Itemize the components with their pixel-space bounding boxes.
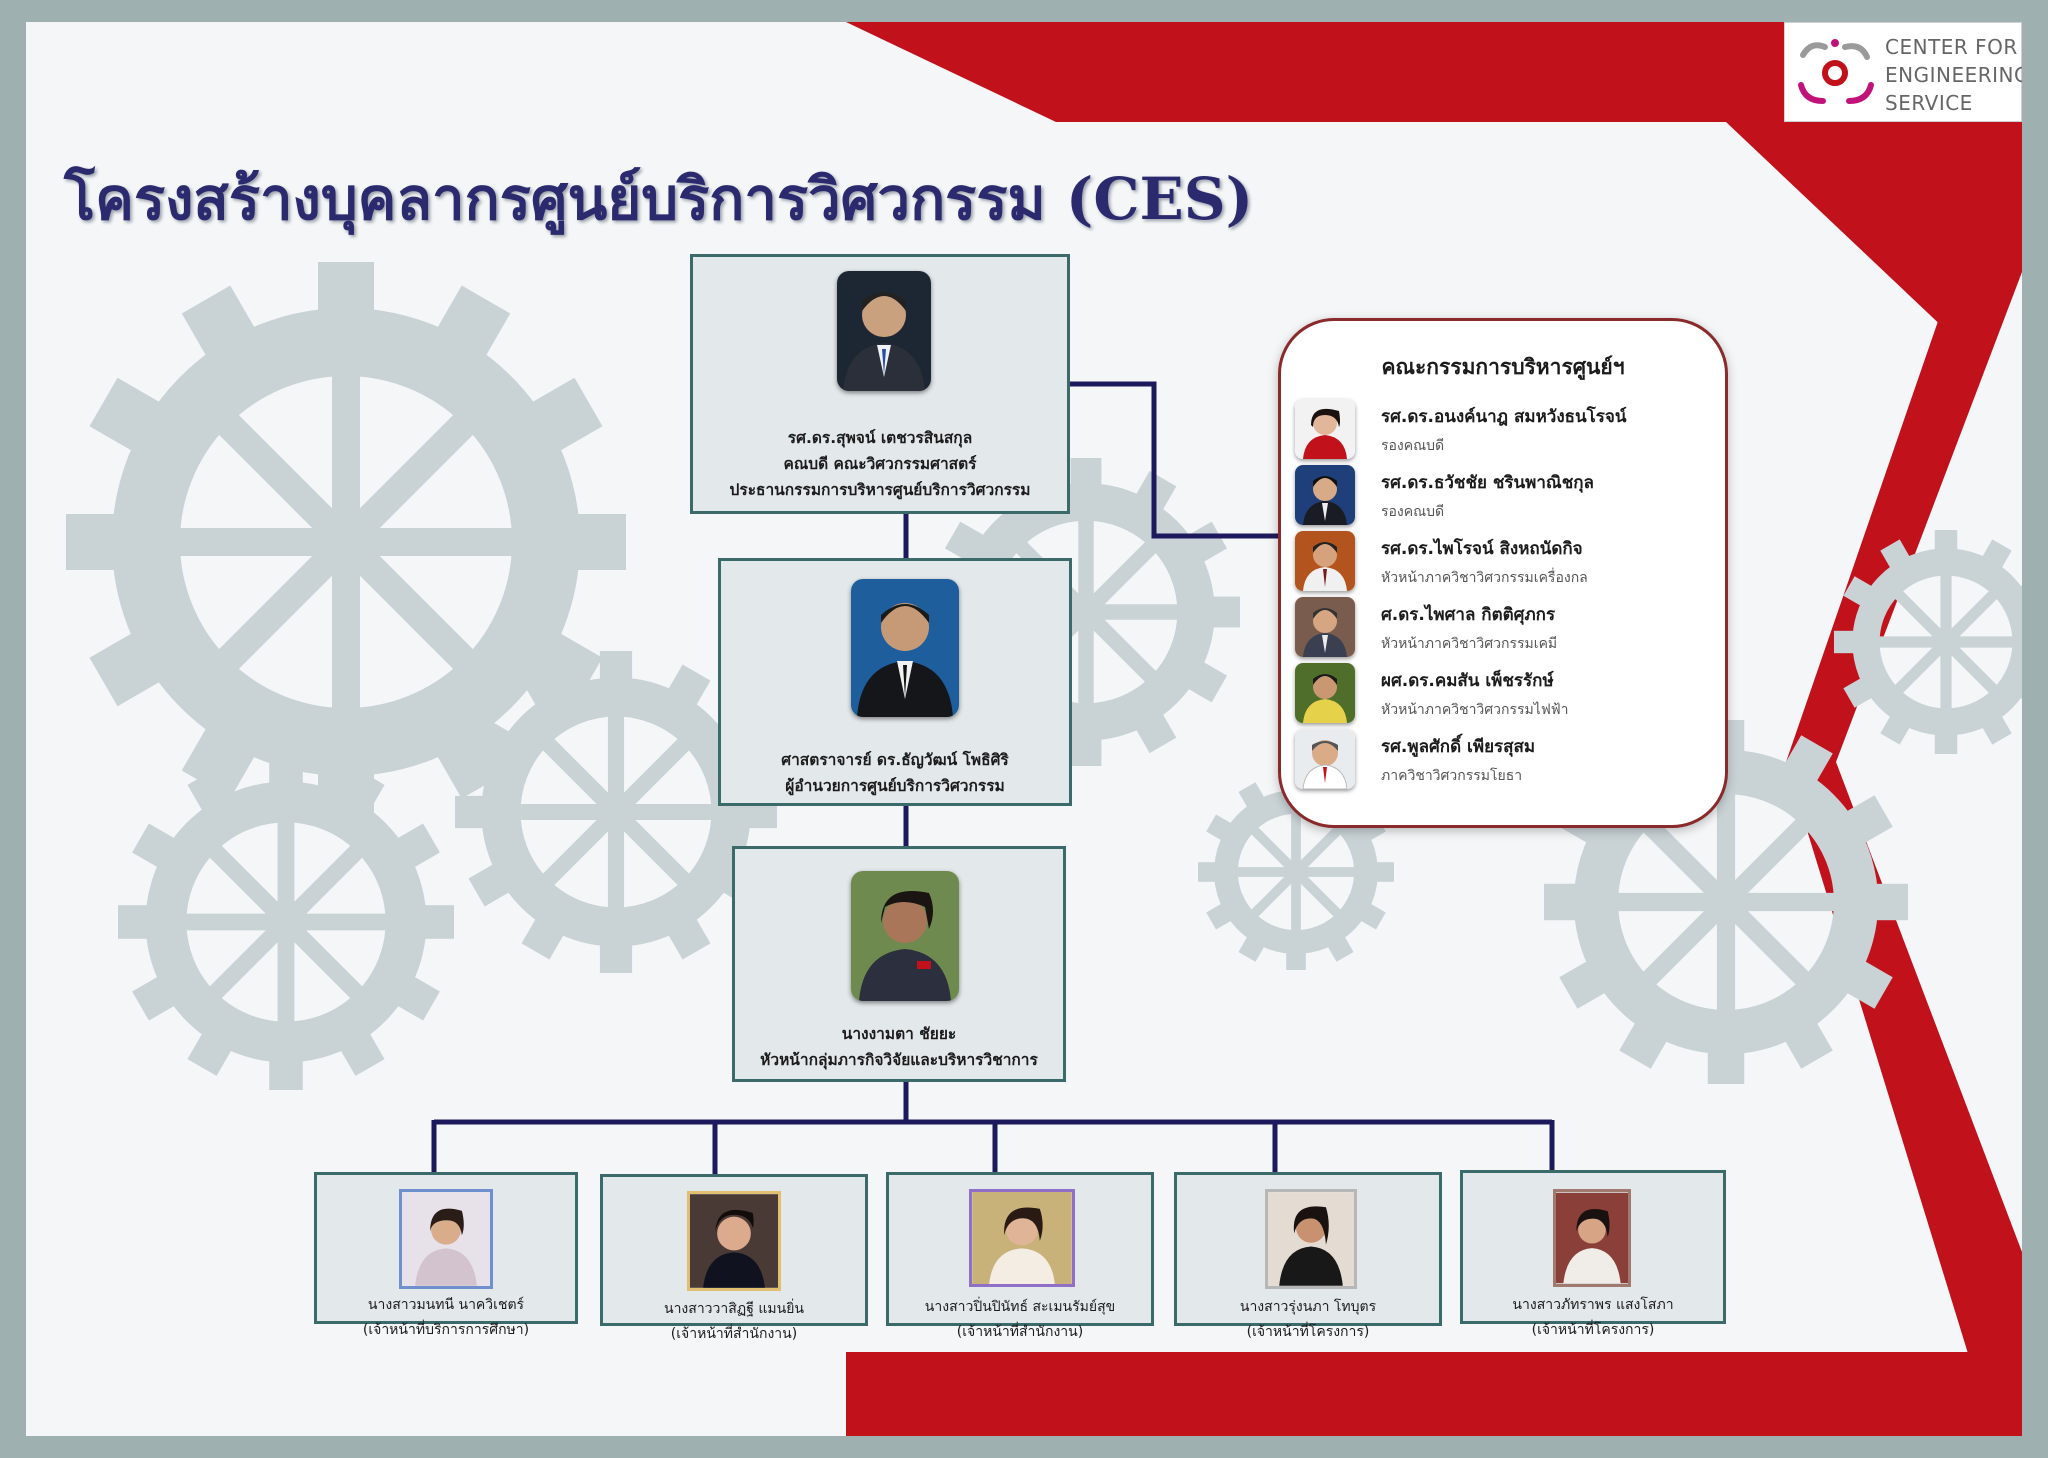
chair-name: รศ.ดร.สุพจน์ เตชวรสินสกุล bbox=[787, 429, 973, 447]
member-role: รองคณบดี bbox=[1381, 504, 1445, 520]
staff-role: (เจ้าหน้าที่สำนักงาน) bbox=[670, 1326, 798, 1342]
staff-name: นางสาววาสิฏฐี แมนยิ่น bbox=[664, 1301, 804, 1317]
page-title: โครงสร้างบุคลากรศูนย์บริการวิศวกรรม (CES… bbox=[64, 165, 1254, 233]
director-photo bbox=[851, 579, 959, 717]
member-role: ภาควิชาวิศวกรรมโยธา bbox=[1381, 768, 1523, 784]
person-portrait-icon bbox=[837, 271, 931, 391]
staff-name: นางสาวภัทราพร แสงโสภา bbox=[1512, 1297, 1674, 1313]
committee-member: รศ.ดร.อนงค์นาฎ สมหวังธนโรจน์ รองคณบดี bbox=[1295, 399, 1725, 463]
person-portrait-icon bbox=[1295, 399, 1355, 459]
staff-photo bbox=[399, 1189, 493, 1289]
ces-logo-text: CENTER FOR ENGINEERING SERVICE bbox=[1885, 33, 2022, 117]
member-name: รศ.พูลศักดิ์ เพียรสุสม bbox=[1381, 737, 1536, 757]
member-photo bbox=[1295, 465, 1355, 525]
chair-box: รศ.ดร.สุพจน์ เตชวรสินสกุล คณบดี คณะวิศวก… bbox=[690, 254, 1070, 514]
person-portrait-icon bbox=[1268, 1192, 1354, 1286]
staff-role: (เจ้าหน้าที่โครงการ) bbox=[1531, 1322, 1655, 1338]
member-photo bbox=[1295, 399, 1355, 459]
member-role: รองคณบดี bbox=[1381, 438, 1445, 454]
person-portrait-icon bbox=[1295, 663, 1355, 723]
member-role: หัวหน้าภาควิชาวิศวกรรมเครื่องกล bbox=[1381, 570, 1588, 586]
committee-member: ผศ.ดร.คมสัน เพ็ชรรักษ์ หัวหน้าภาควิชาวิศ… bbox=[1295, 663, 1725, 727]
head-role: หัวหน้ากลุ่มภารกิจวิจัยและบริหารวิชาการ bbox=[760, 1051, 1038, 1069]
head-photo bbox=[851, 871, 959, 1001]
logo-line-3: SERVICE bbox=[1885, 91, 1973, 115]
person-portrait-icon bbox=[1295, 465, 1355, 525]
member-name: ศ.ดร.ไพศาล กิตติศุภกร bbox=[1381, 605, 1556, 625]
member-name: รศ.ดร.อนงค์นาฎ สมหวังธนโรจน์ bbox=[1381, 407, 1627, 427]
committee-member: รศ.พูลศักดิ์ เพียรสุสม ภาควิชาวิศวกรรมโย… bbox=[1295, 729, 1725, 793]
director-name: ศาสตราจารย์ ดร.ธัญวัฒน์ โพธิศิริ bbox=[781, 751, 1009, 769]
staff-photo bbox=[1553, 1189, 1631, 1287]
person-portrait-icon bbox=[1295, 597, 1355, 657]
member-role: หัวหน้าภาควิชาวิศวกรรมไฟฟ้า bbox=[1381, 702, 1569, 718]
person-portrait-icon bbox=[1295, 729, 1355, 789]
ces-logo: CENTER FOR ENGINEERING SERVICE bbox=[1784, 22, 2022, 122]
member-photo bbox=[1295, 663, 1355, 723]
member-name: ผศ.ดร.คมสัน เพ็ชรรักษ์ bbox=[1381, 671, 1554, 691]
staff-photo bbox=[969, 1189, 1075, 1287]
org-chart-canvas: CENTER FOR ENGINEERING SERVICE โครงสร้าง… bbox=[26, 22, 2022, 1436]
member-role: หัวหน้าภาควิชาวิศวกรรมเคมี bbox=[1381, 636, 1558, 652]
person-portrait-icon bbox=[1295, 531, 1355, 591]
staff-box: นางสาวรุ่งนภา โทบุตร (เจ้าหน้าที่โครงการ… bbox=[1174, 1172, 1442, 1340]
staff-box: นางสาววาสิฏฐี แมนยิ่น (เจ้าหน้าที่สำนักง… bbox=[600, 1174, 868, 1342]
director-role: ผู้อำนวยการศูนย์บริการวิศวกรรม bbox=[785, 777, 1005, 795]
head-box: นางงามตา ชัยยะ หัวหน้ากลุ่มภารกิจวิจัยแล… bbox=[732, 846, 1066, 1082]
background-decoration bbox=[26, 22, 2022, 1436]
staff-box: นางสาวมนทนี นาควิเชตร์ (เจ้าหน้าที่บริกา… bbox=[314, 1172, 578, 1338]
member-photo bbox=[1295, 729, 1355, 789]
staff-photo bbox=[687, 1191, 781, 1291]
staff-name: นางสาวรุ่งนภา โทบุตร bbox=[1239, 1299, 1377, 1315]
staff-name: นางสาวมนทนี นาควิเชตร์ bbox=[367, 1297, 525, 1313]
staff-box: นางสาวภัทราพร แสงโสภา (เจ้าหน้าที่โครงกา… bbox=[1460, 1170, 1726, 1338]
person-portrait-icon bbox=[1556, 1192, 1628, 1284]
person-portrait-icon bbox=[851, 871, 959, 1001]
staff-box: นางสาวปิ่นปินัทธ์ สะเมนรัมย์สุข (เจ้าหน้… bbox=[886, 1172, 1154, 1340]
staff-name: นางสาวปิ่นปินัทธ์ สะเมนรัมย์สุข bbox=[924, 1299, 1116, 1315]
chair-role-1: คณบดี คณะวิศวกรรมศาสตร์ bbox=[783, 455, 977, 473]
staff-role: (เจ้าหน้าที่สำนักงาน) bbox=[956, 1324, 1084, 1340]
director-box: ศาสตราจารย์ ดร.ธัญวัฒน์ โพธิศิริ ผู้อำนว… bbox=[718, 558, 1072, 806]
person-portrait-icon bbox=[972, 1192, 1072, 1284]
connector-lines bbox=[431, 381, 1555, 1174]
person-portrait-icon bbox=[690, 1194, 778, 1288]
chair-photo bbox=[837, 271, 931, 391]
staff-role: (เจ้าหน้าที่โครงการ) bbox=[1246, 1324, 1370, 1340]
person-portrait-icon bbox=[402, 1192, 490, 1286]
staff-photo bbox=[1265, 1189, 1357, 1289]
chair-role-2: ประธานกรรมการบริหารศูนย์บริการวิศวกรรม bbox=[729, 481, 1031, 499]
committee-member: รศ.ดร.ธวัชชัย ชรินพาณิชกุล รองคณบดี bbox=[1295, 465, 1725, 529]
member-name: รศ.ดร.ธวัชชัย ชรินพาณิชกุล bbox=[1381, 473, 1594, 493]
person-portrait-icon bbox=[851, 579, 959, 717]
logo-line-2: ENGINEERING bbox=[1885, 63, 2022, 87]
ces-logo-mark-icon bbox=[1798, 39, 1874, 104]
head-name: นางงามตา ชัยยะ bbox=[841, 1025, 957, 1043]
staff-role: (เจ้าหน้าที่บริการการศึกษา) bbox=[362, 1322, 530, 1338]
member-photo bbox=[1295, 531, 1355, 591]
member-photo bbox=[1295, 597, 1355, 657]
logo-line-1: CENTER FOR bbox=[1885, 35, 2018, 59]
member-name: รศ.ดร.ไพโรจน์ สิงหถนัดกิจ bbox=[1381, 539, 1583, 559]
committee-member: ศ.ดร.ไพศาล กิตติศุภกร หัวหน้าภาควิชาวิศว… bbox=[1295, 597, 1725, 661]
committee-title: คณะกรรมการบริหารศูนย์ฯ bbox=[1381, 355, 1625, 379]
committee-member: รศ.ดร.ไพโรจน์ สิงหถนัดกิจ หัวหน้าภาควิชา… bbox=[1295, 531, 1725, 595]
committee-panel: คณะกรรมการบริหารศูนย์ฯ รศ.ดร.อนงค์นาฎ สม… bbox=[1278, 318, 1728, 828]
